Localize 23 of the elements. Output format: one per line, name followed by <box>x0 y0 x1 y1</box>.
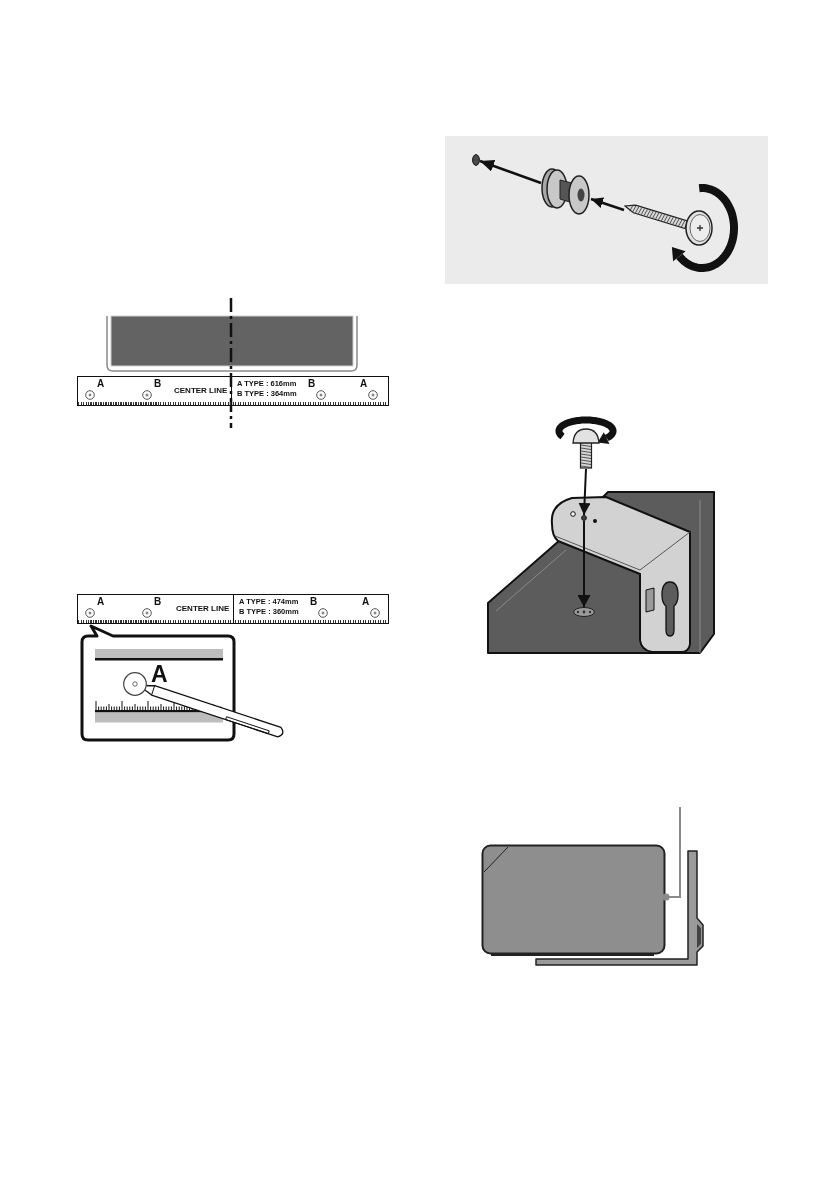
soundbar-drawing <box>481 844 666 957</box>
arrow <box>479 159 542 185</box>
arrow <box>577 520 591 608</box>
arrow <box>578 468 591 516</box>
wall-hole-icon <box>472 154 480 166</box>
mounting-hole-icon <box>573 607 595 617</box>
hole-label: B <box>310 597 318 607</box>
screw-drawing <box>572 428 600 469</box>
screw-hole-icon <box>581 515 587 521</box>
hole-label: A <box>97 597 105 607</box>
hole-label: A <box>97 379 105 389</box>
screw-drawing <box>624 204 713 246</box>
hole-label: A <box>360 379 368 389</box>
center-line-label: CENTER LINE <box>174 387 228 395</box>
leader-line <box>662 806 681 901</box>
hole-label: A <box>151 663 168 686</box>
hole-label: A <box>362 597 370 607</box>
hole-label: B <box>308 379 316 389</box>
hole-label: B <box>154 597 162 607</box>
spacer-drawing <box>541 168 591 215</box>
center-line-label: CENTER LINE <box>176 605 230 613</box>
hole-label: B <box>154 379 162 389</box>
arrow <box>590 197 625 212</box>
